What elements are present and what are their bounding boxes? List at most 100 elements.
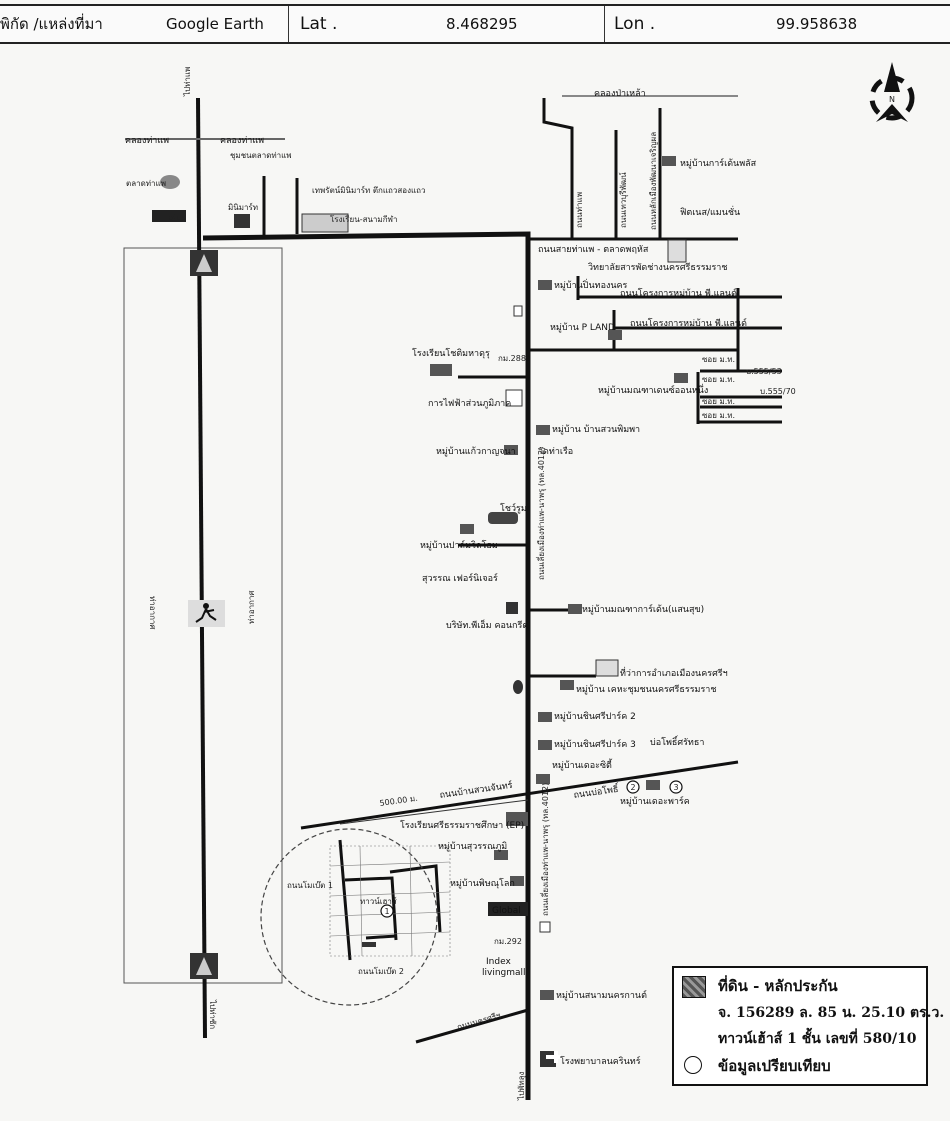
village-label: หมู่บ้านปาล์มวิลโฮม bbox=[420, 539, 498, 551]
airport-icon bbox=[190, 250, 218, 979]
comparison-number: 3 bbox=[673, 783, 678, 792]
lon-value: 99.958638 bbox=[776, 15, 858, 33]
comparison-number: 2 bbox=[630, 783, 635, 792]
subject-land-icon bbox=[362, 942, 376, 947]
village-label: หมู่บ้านมณฑาการ์เด้น(แสนสุข) bbox=[582, 603, 704, 615]
office-label: ที่ว่าการอำเภอเมืองนครศรีฯ bbox=[620, 666, 728, 679]
legend-building: ทาวน์เฮ้าส์ 1 ชั้น เลขที่ 580/10 bbox=[718, 1031, 917, 1047]
main-road-label: ถนนเลี่ยงเมืองท่าแพ-นาพรุ (ทล.4012) bbox=[535, 447, 546, 580]
canal-label: คลองท่าแพ bbox=[125, 136, 169, 146]
main-road-label: ถนนเลี่ยงเมืองท่าแพ-นาพรุ (ทล.4012) bbox=[539, 783, 550, 916]
soi-label: ซอย ม.ท. bbox=[702, 355, 735, 364]
pea-label: การไฟฟ้าส่วนภูมิภาค bbox=[428, 398, 511, 409]
direction-label: ไปพัทลุง bbox=[517, 1071, 526, 1101]
road-label: ถนนหลักเมืองพัฒนาเจริญผล bbox=[649, 132, 658, 230]
hospital-cross-icon bbox=[546, 1051, 562, 1063]
comparison-point-icon bbox=[380, 904, 394, 918]
soi-label: ซอย ม.ท. bbox=[702, 375, 735, 384]
village-label: หมู่บ้านสนามนครกานต์ bbox=[556, 989, 647, 1001]
townhome-label: เทพรัตน์มินิมาร์ท ตึกแถวสองแถว bbox=[312, 185, 425, 195]
village-label: หมู่บ้าน P LAND bbox=[550, 322, 615, 333]
school-label: โรงเรียนศรีธรรมราชศึกษา (EP) bbox=[400, 820, 524, 831]
lat-label: Lat . bbox=[300, 14, 338, 34]
village-label: หมู่บ้านมณฑาเดนซ์ออนหนึ่ง bbox=[598, 383, 708, 396]
legend-comparison: ข้อมูลเปรียบเทียบ bbox=[718, 1057, 831, 1075]
village-label: หมู่บ้านชินศรีปาร์ค 2 bbox=[554, 710, 636, 722]
distance-label: 500.00 ม. bbox=[379, 794, 418, 808]
comparison-point-icon bbox=[669, 780, 683, 794]
subject-radius bbox=[260, 828, 438, 1006]
to-nakhon-label: ไปท่าแพ bbox=[183, 67, 192, 97]
road-label: ถนนสายท่าแพ - ตลาดพฤหัส bbox=[538, 245, 649, 255]
comparison-circle-icon bbox=[684, 1056, 702, 1074]
source-value: Google Earth bbox=[166, 15, 264, 33]
school-area-label: โรงเรียน-สนามกีฬา bbox=[330, 214, 398, 224]
subject-label: ทาวน์เฮาส์ bbox=[360, 896, 397, 906]
source-label: พิกัด /แหล่งที่มา bbox=[0, 15, 103, 33]
house-no-label: บ.555/70 bbox=[760, 387, 796, 396]
building-icon bbox=[152, 175, 687, 1067]
school-label: โรงเรียนโชติมหาดุรุ bbox=[412, 348, 490, 359]
subject-road-label: ถนนโมเบ๊ต 2 bbox=[358, 966, 404, 976]
village-icon bbox=[430, 156, 688, 1000]
community-label: ชุมชนตลาดท่าแพ bbox=[230, 151, 292, 160]
lat-value: 8.468295 bbox=[446, 15, 518, 33]
village-label: หมู่บ้านชินศรีปาร์ค 3 bbox=[554, 738, 636, 750]
road-label: ถนนโครงการหมู่บ้าน พี.แลนด์ bbox=[630, 317, 747, 329]
location-map: N bbox=[123, 62, 915, 1101]
fitness-label: ฟิตเนส/แมนชั่น bbox=[680, 205, 740, 218]
minimart-label: มินิมาร์ท bbox=[228, 202, 258, 212]
village-label: หมู่บ้านปิ่นทองนคร bbox=[554, 278, 628, 291]
pond-label: บ่อโพธิ์ศรัทธา bbox=[650, 735, 704, 748]
comparison-point-icon bbox=[626, 780, 640, 794]
header-divider bbox=[288, 6, 289, 42]
subject-parcels bbox=[329, 845, 451, 957]
hospital-label: โรงพยาบาลนครินทร์ bbox=[560, 1055, 641, 1067]
temple-label: วัดท่าเรือ bbox=[538, 446, 573, 457]
soi-label: ซอย ม.ท. bbox=[702, 411, 735, 420]
direction-label: ไปท่าซัก bbox=[208, 999, 217, 1029]
concrete-label: บริษัท.พีเอ็ม คอนกรีต bbox=[446, 618, 528, 631]
village-label: หมู่บ้านเดอะพาร์ค bbox=[620, 795, 690, 807]
village-label: หมู่บ้านสุวรรณภูมิ bbox=[438, 841, 507, 852]
house-no-label: บ.555/53 bbox=[746, 367, 782, 376]
college-label: วิทยาลัยสารพัดช่างนครศรีธรรมราช bbox=[588, 262, 727, 273]
canal-label: คลองท่าแพ bbox=[220, 136, 264, 146]
collateral-land-icon bbox=[682, 976, 706, 998]
canal-label: คลองป่าเหล้า bbox=[594, 88, 646, 99]
lotus-label: Lotus bbox=[164, 213, 186, 222]
index-label: livingmall bbox=[482, 968, 526, 978]
village-label: หมู่บ้านแก้วกาญจนา bbox=[436, 446, 516, 457]
header-divider bbox=[604, 6, 605, 42]
village-label: หมู่บ้านการ์เด้นพลัส bbox=[680, 157, 757, 169]
furniture-label: สุวรรณ เฟอร์นิเจอร์ bbox=[422, 572, 498, 584]
airport-label: ท่าอากาศ bbox=[148, 596, 157, 629]
road-label: ถนนโครงการหมู่บ้าน พี.แลนด์ bbox=[620, 287, 737, 299]
village-label: หมู่บ้าน เคหะชุมชนนครศรีธรรมราช bbox=[576, 684, 716, 695]
village-label: หมู่บ้านพิษณุโลก bbox=[450, 878, 515, 889]
index-label: Index bbox=[486, 957, 511, 967]
legend-collateral: ที่ดิน - หลักประกัน bbox=[718, 977, 838, 995]
coordinate-header: พิกัด /แหล่งที่มา Google Earth Lat . 8.4… bbox=[0, 4, 950, 44]
map-labels: คลองท่าแพ คลองท่าแพ ชุมชนตลาดท่าแพ ตลาดท… bbox=[125, 67, 796, 1101]
km-label: กม.288 bbox=[498, 354, 526, 363]
north-arrow-icon: N bbox=[869, 62, 915, 122]
market-label: ตลาดท่าแพ bbox=[126, 179, 166, 188]
compass-north: N bbox=[889, 95, 895, 104]
soi-label: ซอย ม.ท. bbox=[702, 397, 735, 406]
lon-label: Lon . bbox=[614, 14, 656, 34]
comparison-number: 1 bbox=[384, 907, 389, 916]
road-label: ถนนนครศรีฯ bbox=[456, 1011, 502, 1032]
map-legend: ที่ดิน - หลักประกัน จ. 156289 ล. 85 น. 2… bbox=[672, 966, 944, 1086]
village-label: หมู่บ้าน บ้านสวนพิมพา bbox=[552, 424, 640, 435]
global-label: Global bbox=[492, 906, 521, 916]
km-label: กม.292 bbox=[494, 937, 522, 946]
road-label: ถนนท่าแพ bbox=[575, 192, 584, 228]
village-label: หมู่บ้านเดอะซิตี้ bbox=[552, 758, 613, 771]
runner-icon bbox=[188, 600, 225, 627]
legend-deed: จ. 156289 ล. 85 น. 25.10 ตร.ว. bbox=[718, 1005, 945, 1021]
road-label: ถนนเทวบุรีพัฒน์ bbox=[618, 172, 628, 228]
subject-road-label: ถนนโมเบ๊ต 1 bbox=[287, 880, 333, 890]
distance-line bbox=[339, 799, 529, 825]
showroom-label: โชว์รูม bbox=[500, 502, 527, 514]
